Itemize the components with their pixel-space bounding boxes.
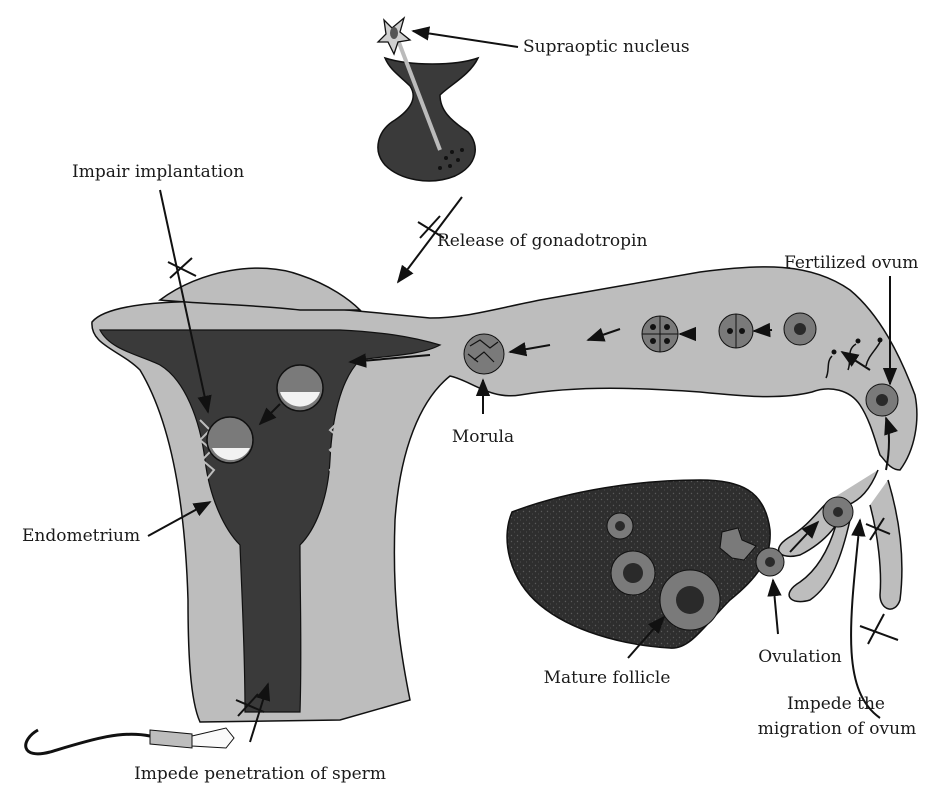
label-impair-implantation: Impair implantation: [72, 162, 244, 182]
label-impede-penetration: Impede penetration of sperm: [134, 764, 386, 784]
morula-icon: [464, 334, 504, 374]
fallopian-tube: [779, 470, 902, 609]
label-endometrium: Endometrium: [22, 526, 140, 546]
pituitary-gland: [378, 40, 478, 181]
label-mature-follicle: Mature follicle: [544, 668, 671, 688]
label-impede-migration-line1: Impede the: [787, 694, 885, 714]
arrow-supraoptic: [413, 31, 518, 47]
arrow-migration: [851, 520, 880, 718]
label-impede-migration-line2: migration of ovum: [758, 719, 916, 739]
label-release-gonadotropin: Release of gonadotropin: [437, 231, 647, 251]
label-morula: Morula: [452, 427, 514, 447]
label-ovulation: Ovulation: [758, 647, 842, 667]
arrow-ovulation: [773, 580, 778, 634]
label-fertilized-ovum: Fertilized ovum: [784, 253, 918, 273]
ovary: [507, 480, 770, 648]
supraoptic-neuron-icon: [378, 18, 410, 54]
sperm-icon: [26, 728, 234, 754]
label-supraoptic-nucleus: Supraoptic nucleus: [523, 37, 690, 57]
